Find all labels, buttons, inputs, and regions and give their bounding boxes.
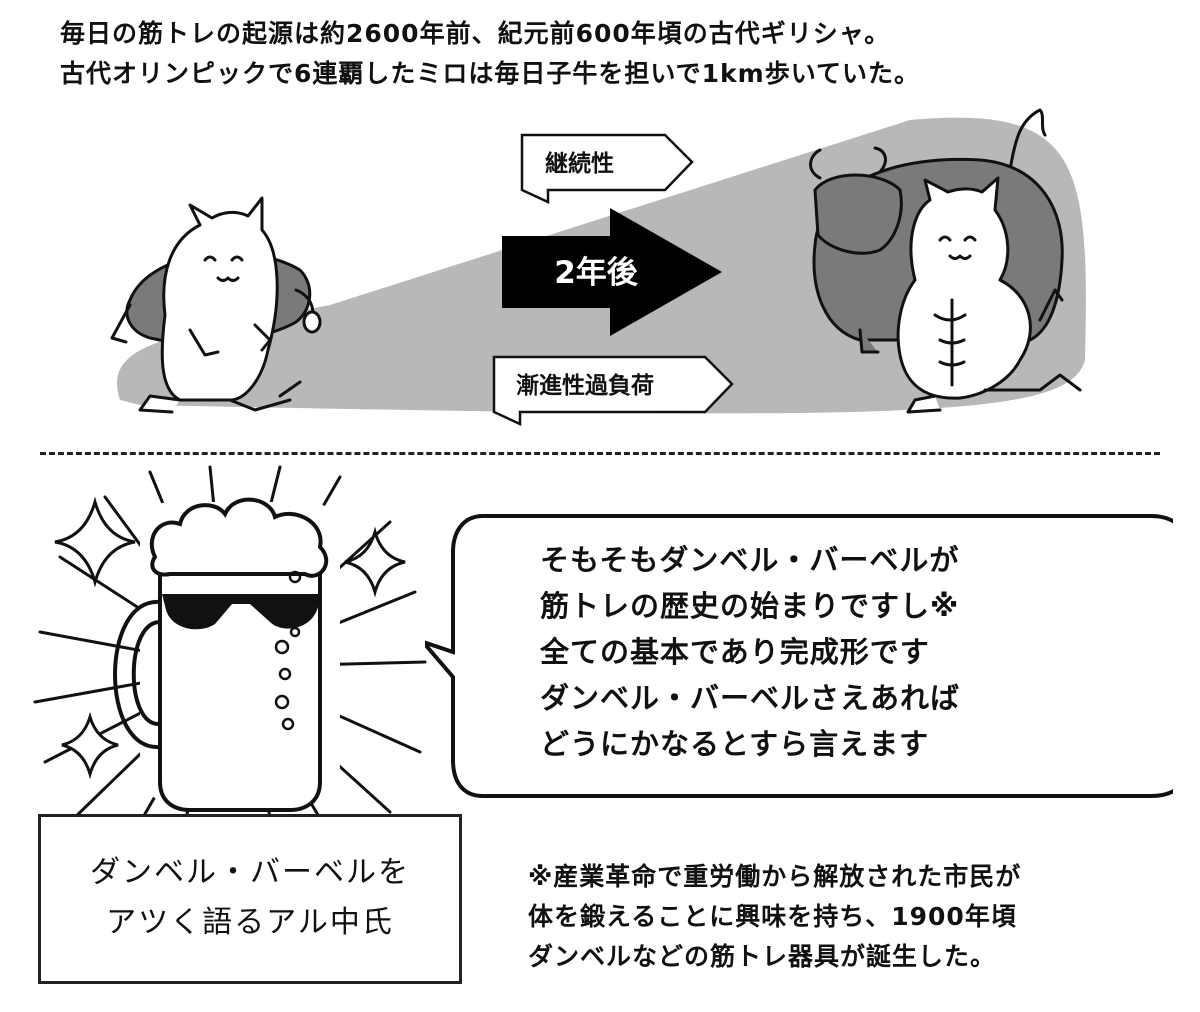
speech-bubble [425,514,1173,798]
sunglasses-icon [162,594,320,630]
tag-upper-label: 継続性 [545,150,614,177]
header-line-1: 毎日の筋トレの起源は約2600年前、紀元前600年頃の古代ギリシャ。 [60,19,891,48]
caption-line-2: アツく語るアル中氏 [106,905,394,940]
footnote-line-3: ダンベルなどの筋トレ器具が誕生した。 [528,942,997,971]
caption-text: ダンベル・バーベルを アツく語るアル中氏 [38,848,462,948]
caption-line-1: ダンベル・バーベルを [90,855,410,890]
speech-line-3: 全ての基本であり完成形です [540,635,930,669]
cat-with-calf [110,196,322,414]
tag-lower-label: 漸進性過負荷 [516,372,654,399]
tag-upper-shape [520,133,694,204]
sparkle-icon [54,496,136,588]
footnote-text: ※産業革命で重労働から解放された市民が 体を鍛えることに興味を持ち、1900年頃… [528,857,1188,977]
time-arrow [502,208,722,336]
tag-lower-shape [492,355,734,426]
sparkle-icon [61,711,119,780]
caption-box [38,814,462,984]
footnote-line-2: 体を鍛えることに興味を持ち、1900年頃 [528,902,1017,931]
progression-illustration: 継続性 漸進性過負荷 2年後 [110,108,1086,426]
arrow-label: 2年後 [554,255,639,291]
footnote-line-1: ※産業革命で重労働から解放された市民が [528,862,1022,891]
sparkle-icon [344,526,406,598]
header-text: 毎日の筋トレの起源は約2600年前、紀元前600年頃の古代ギリシャ。 古代オリン… [60,14,1180,94]
top-illustration-panel: 継続性 漸進性過負荷 2年後 [0,100,1200,440]
speech-line-4: ダンベル・バーベルさえあれば [540,681,961,715]
speech-line-5: どうにかなるとすら言えます [540,727,930,761]
speech-line-2: 筋トレの歴史の始まりですし※ [540,589,960,623]
beer-bubbles [274,570,302,731]
speech-bubble-text: そもそもダンベル・バーベルが 筋トレの歴史の始まりですし※ 全ての基本であり完成… [540,537,1160,767]
header-line-2: 古代オリンピックで6連覇したミロは毎日子牛を担いで1km歩いていた。 [60,59,920,88]
beer-foam [149,497,329,578]
section-divider [40,452,1160,455]
beer-mug-mascot [33,465,427,874]
speech-line-1: そもそもダンベル・バーベルが [540,543,960,577]
muscle-cat-with-bull [809,108,1082,414]
